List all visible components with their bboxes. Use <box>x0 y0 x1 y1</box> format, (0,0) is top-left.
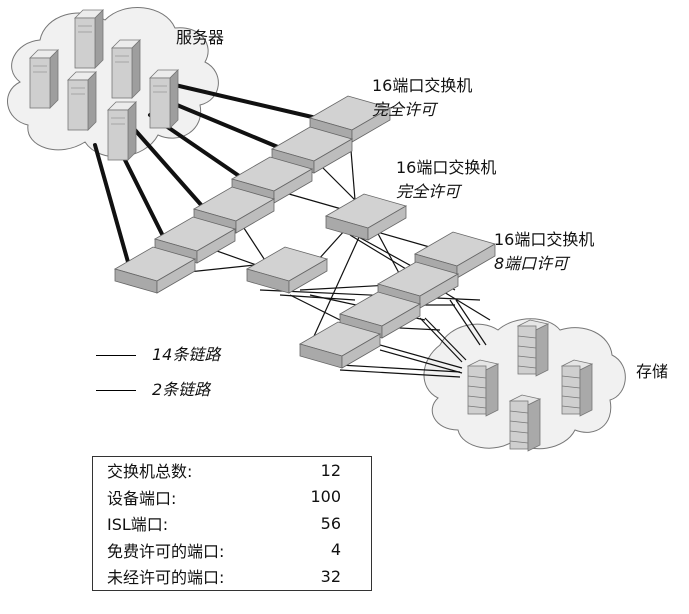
storage-links <box>339 299 487 378</box>
server-icon <box>74 9 104 69</box>
legend-thick-label: 14条链路 <box>152 345 221 364</box>
stat-key: 未经许可的端口: <box>107 568 225 588</box>
table-row: 交换机总数: 12 <box>93 457 372 484</box>
legend-thin-label: 2条链路 <box>152 380 211 399</box>
storage-label: 存储 <box>636 362 669 381</box>
port-stats-table: 交换机总数: 12 设备端口: 100 ISL端口: 56 免费许可的端口: 4… <box>92 456 372 591</box>
server-icon <box>107 101 137 161</box>
switch-t2-1 <box>325 193 407 241</box>
legend-thin-line <box>96 390 136 391</box>
switch-group-1-title: 16端口交换机 <box>372 76 473 95</box>
storage-icon <box>561 359 593 417</box>
table-row: 免费许可的端口: 4 <box>93 537 372 564</box>
table-row: 未经许可的端口: 32 <box>93 563 372 590</box>
storage-icon <box>509 394 541 452</box>
stat-value: 12 <box>320 460 341 480</box>
switch-t2-2 <box>246 246 328 294</box>
stat-value: 100 <box>310 487 341 507</box>
switch-group-3-license: 8端口许可 <box>494 254 569 273</box>
switch-group-3-title: 16端口交换机 <box>494 230 595 249</box>
server-icon <box>67 71 97 131</box>
storage-cloud <box>423 318 626 450</box>
stat-key: ISL端口: <box>107 515 169 535</box>
server-icon <box>29 49 59 109</box>
stat-key: 交换机总数: <box>107 462 193 482</box>
stat-value: 4 <box>330 540 341 560</box>
storage-icon <box>517 319 549 377</box>
table-row: ISL端口: 56 <box>93 510 372 537</box>
thick-links <box>93 83 327 264</box>
table-row: 设备端口: 100 <box>93 484 372 511</box>
switch-group-1-license: 完全许可 <box>372 100 437 119</box>
stat-key: 免费许可的端口: <box>107 541 225 561</box>
switch-group-2-license: 完全许可 <box>396 182 461 201</box>
servers-label: 服务器 <box>176 28 225 47</box>
server-icon <box>111 39 141 99</box>
switch-group-2-title: 16端口交换机 <box>396 158 497 177</box>
stat-value: 32 <box>320 566 341 586</box>
storage-icon <box>467 359 499 417</box>
stat-value: 56 <box>320 513 341 533</box>
legend-thick-line <box>96 355 136 356</box>
server-icon <box>149 69 179 129</box>
stat-key: 设备端口: <box>107 488 177 508</box>
